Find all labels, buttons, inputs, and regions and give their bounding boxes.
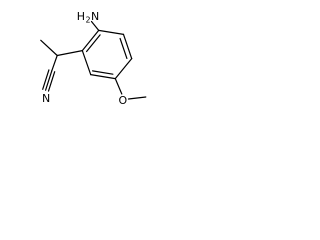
atom-label-h: H (77, 10, 85, 23)
ring-bond-c6-c1 (81, 29, 100, 52)
bond-oxygen-methyl (127, 96, 147, 100)
atom-label-o: O (119, 94, 128, 107)
benzene-ring (81, 29, 133, 80)
triple-bond-line-2 (42, 69, 50, 90)
methoxy-group: O (114, 77, 147, 107)
atom-label-subscript-2: 2 (86, 16, 91, 25)
bond-alpha-carbon-methyl (40, 39, 58, 57)
triple-bond-line-1 (44, 70, 53, 91)
ring-bond-c3-c4 (114, 57, 133, 80)
bond-ring-alpha-carbon (56, 49, 83, 57)
atom-label-n-nitrile: N (42, 92, 50, 105)
triple-bond-line-3 (47, 71, 56, 92)
ring-double-bond-c2-c3 (119, 37, 128, 60)
ring-bond-c5-c6 (81, 49, 92, 76)
chemical-structure-diagram: H 2 N N O (40, 10, 147, 107)
bond-alpha-carbon-nitrile-carbon (51, 54, 58, 72)
ring-bond-c2-c3 (122, 33, 133, 60)
atom-label-n-amine: N (91, 10, 99, 23)
ring-double-bond-c4-c5 (91, 70, 114, 75)
bond-ring-oxygen (114, 77, 123, 95)
bond-ring-nh2 (90, 20, 100, 31)
ring-bond-c1-c2 (98, 29, 125, 36)
propanenitrile-side-chain: N (40, 39, 83, 105)
ring-bond-c4-c5 (90, 73, 116, 80)
ring-double-bond-c6-c1 (85, 34, 101, 53)
amine-group: H 2 N (77, 10, 100, 31)
